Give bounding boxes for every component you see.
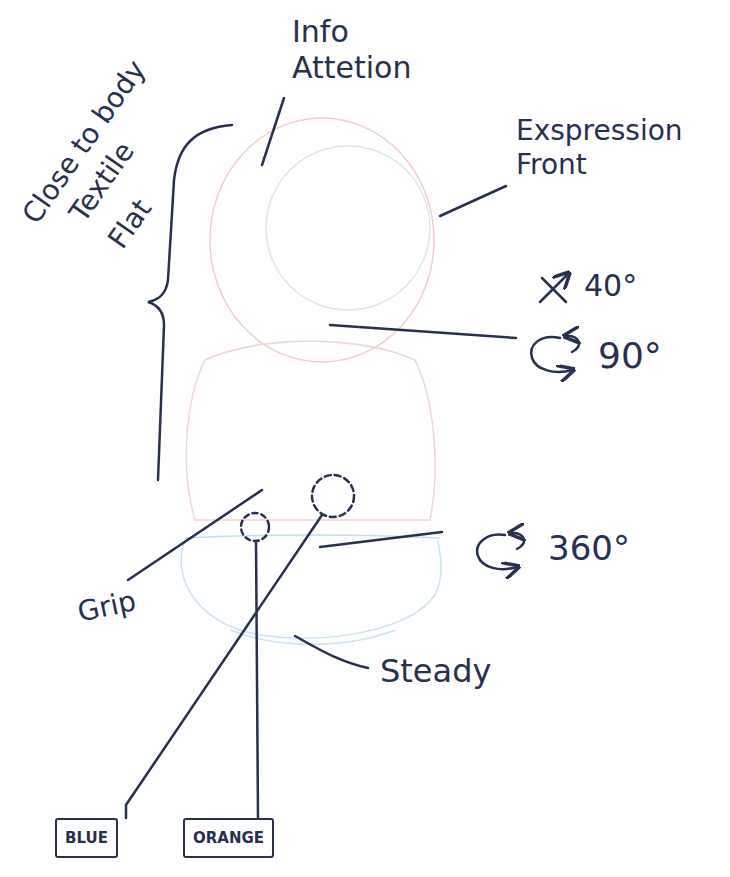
annotation-strokes xyxy=(126,98,579,818)
wire xyxy=(126,515,322,818)
rotation-symbol xyxy=(511,533,524,549)
stability-note: Steady xyxy=(380,652,491,690)
rotation-symbol xyxy=(566,336,579,352)
box-label: BLUE xyxy=(65,829,108,847)
tilt-symbol xyxy=(540,274,568,302)
leader-line xyxy=(320,532,442,547)
leader-line xyxy=(262,98,284,165)
curly-bracket xyxy=(148,125,232,480)
leader-line xyxy=(440,186,506,216)
leader-line xyxy=(295,636,368,668)
grip-point xyxy=(312,475,354,517)
wire xyxy=(256,541,258,818)
color-box: ORANGE xyxy=(183,818,274,858)
expression-note: Exspression Front xyxy=(516,114,721,181)
rotation-symbol xyxy=(477,535,517,570)
color-box: BLUE xyxy=(55,818,118,858)
tilt-symbol xyxy=(542,278,566,302)
rotation-symbol xyxy=(531,337,572,372)
device-outline xyxy=(181,118,441,644)
rotation-angle: 360° xyxy=(548,528,630,569)
grip-point xyxy=(241,513,269,541)
grip-note: Grip xyxy=(75,584,139,629)
leader-line xyxy=(128,490,262,580)
box-label: ORANGE xyxy=(193,829,264,847)
leader-line xyxy=(330,325,516,338)
attention-note: Info Attetion xyxy=(292,14,442,86)
shape-note: Flat xyxy=(101,193,158,255)
rotation-angle: 90° xyxy=(598,334,662,377)
tilt-angle: 40° xyxy=(584,268,637,304)
